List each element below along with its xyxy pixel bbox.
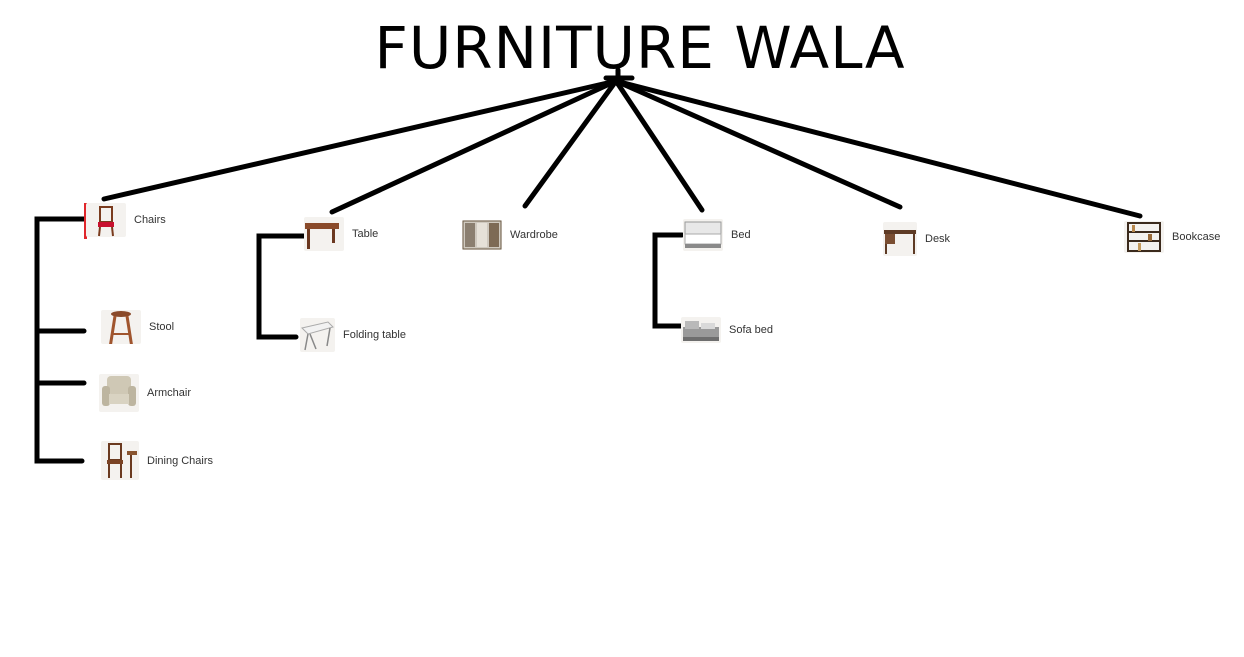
node-dining-chairs: Dining Chairs [101, 441, 213, 480]
edge-root-table [329, 78, 619, 215]
node-label: Armchair [147, 387, 192, 399]
selection-accent [84, 203, 87, 239]
folding-table-icon [300, 318, 335, 352]
edge-root-bookcase [613, 78, 1143, 219]
edge-root-desk [613, 78, 903, 210]
node-sofa-bed: Sofa bed [681, 317, 773, 343]
node-armchair: Armchair [99, 374, 191, 412]
node-label: Bed [731, 229, 751, 241]
node-chairs: Chairs [84, 203, 166, 239]
armchair-icon [99, 374, 139, 412]
node-label: Folding table [343, 329, 406, 341]
node-desk: Desk [883, 222, 950, 256]
node-label: Bookcase [1172, 231, 1221, 243]
table-icon [304, 217, 344, 251]
node-table: Table [304, 217, 378, 251]
stool-icon [101, 310, 141, 344]
node-label: Table [352, 228, 379, 240]
node-folding-table: Folding table [300, 318, 406, 352]
node-wardrobe: Wardrobe [462, 220, 558, 250]
dining-chairs-icon [101, 441, 139, 480]
node-label: Wardrobe [510, 229, 558, 241]
bookcase-icon [1124, 221, 1164, 253]
node-label: Desk [925, 233, 951, 245]
bed-icon [683, 219, 723, 251]
edge-root-bed [613, 78, 705, 213]
wardrobe-icon [462, 220, 502, 250]
edge-root-chairs [101, 78, 619, 202]
desk-icon [883, 222, 917, 256]
edge-root-wardrobe [522, 78, 619, 209]
node-bed: Bed [683, 219, 751, 251]
node-stool: Stool [101, 310, 174, 344]
diagram-title: FURNITURE WALA [374, 14, 906, 82]
sofa-bed-icon [681, 317, 721, 343]
node-bookcase: Bookcase [1124, 221, 1220, 253]
node-label: Stool [149, 321, 175, 333]
edge-chairs-spine [34, 216, 89, 464]
edge-table-folding [256, 233, 307, 340]
node-label: Chairs [134, 214, 166, 226]
chair-icon [86, 203, 126, 237]
node-label: Sofa bed [729, 324, 774, 336]
edge-bed-sofabed [652, 232, 687, 329]
node-label: Dining Chairs [147, 454, 214, 467]
